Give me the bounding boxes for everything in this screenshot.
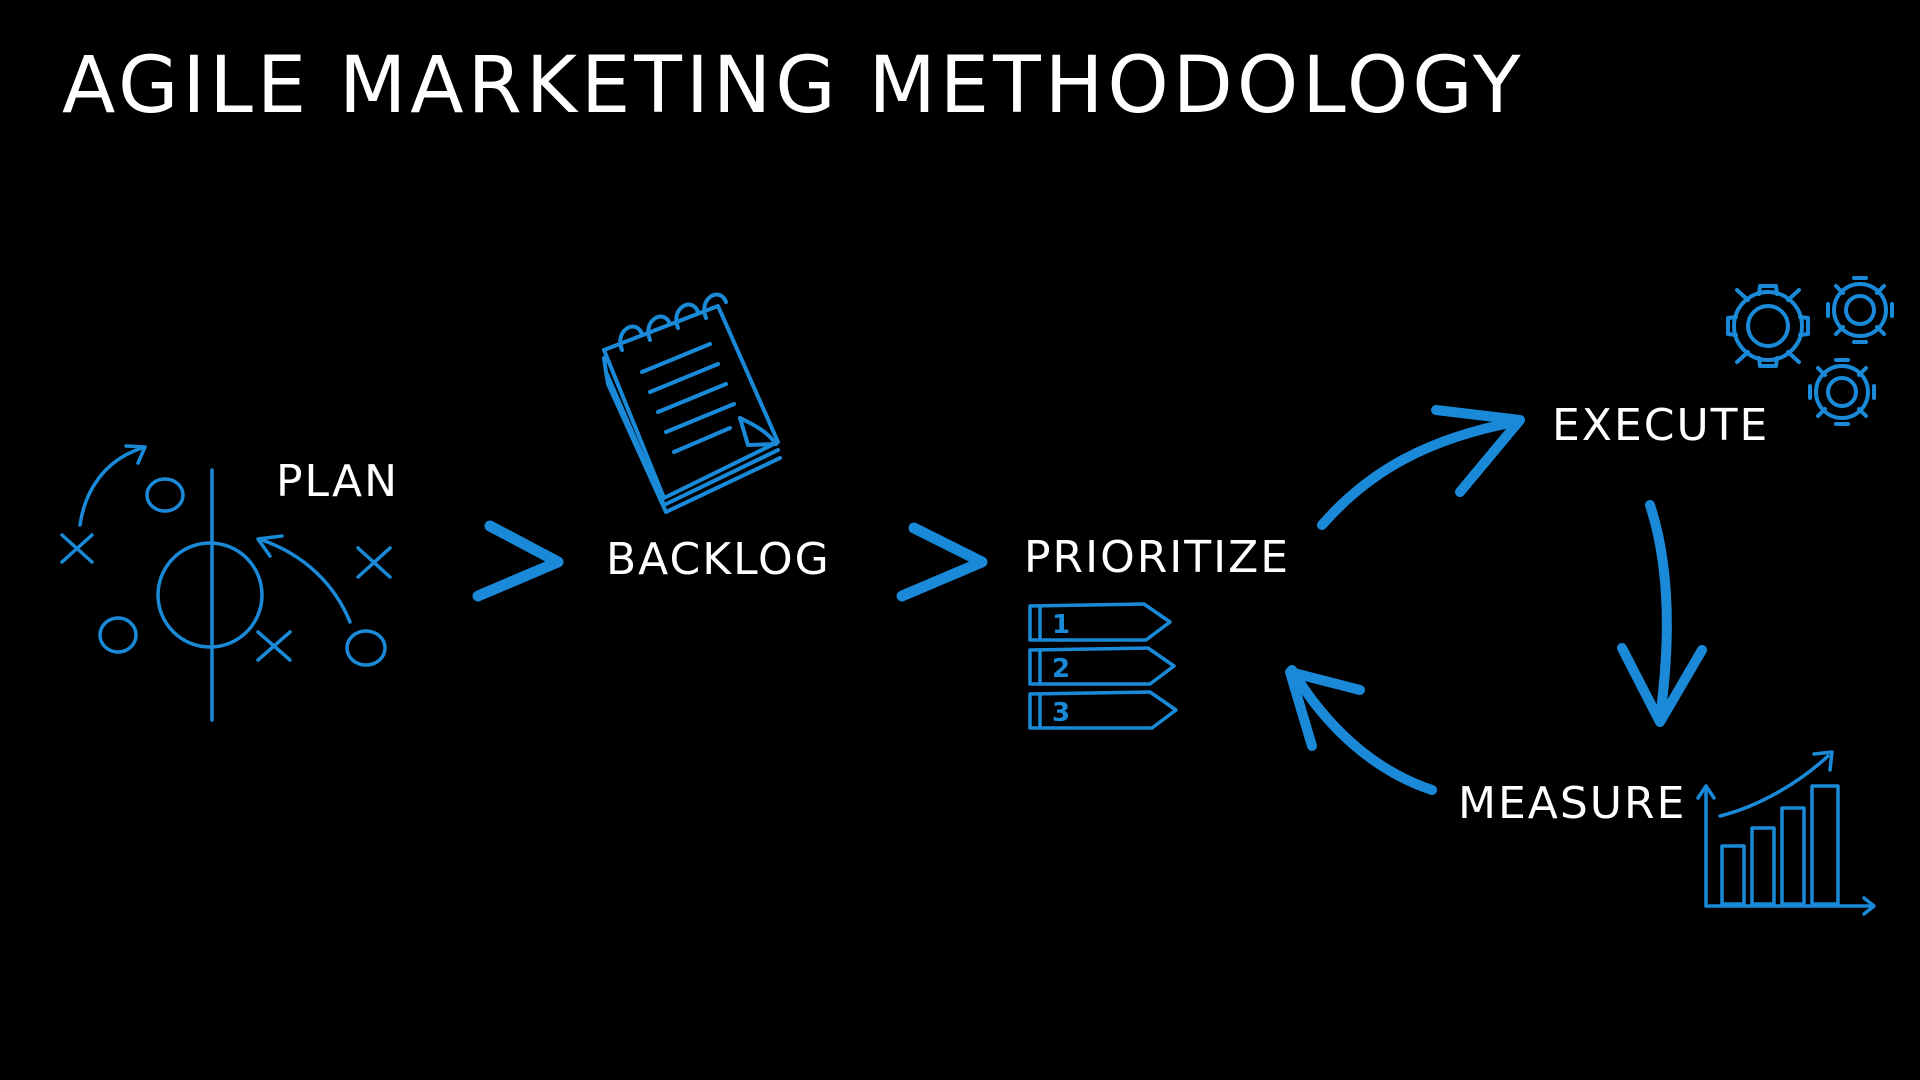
priority-tag-2: 2 <box>1052 654 1070 684</box>
step-plan-label: PLAN <box>276 456 399 507</box>
arrow-to-execute-icon <box>1317 417 1520 530</box>
gears-icon <box>1726 276 1894 426</box>
chevron-right-icon <box>896 522 988 602</box>
step-backlog-label: BACKLOG <box>606 534 831 585</box>
priority-tag-3: 3 <box>1052 698 1070 728</box>
priority-tag-1: 1 <box>1052 610 1070 640</box>
playbook-diagram-icon <box>60 444 392 722</box>
arrow-to-measure-icon <box>1645 500 1672 723</box>
notepad-icon <box>602 292 782 514</box>
page-title: AGILE MARKETING METHODOLOGY <box>62 41 1525 131</box>
chevron-right-icon <box>472 520 564 602</box>
ranked-tags-icon: 1 2 3 <box>1028 602 1178 730</box>
arrow-to-prioritize-icon <box>1287 665 1437 795</box>
cycle-arrows <box>1285 405 1707 795</box>
step-measure-label: MEASURE <box>1458 778 1686 829</box>
step-prioritize-label: PRIORITIZE <box>1024 532 1290 583</box>
step-execute-label: EXECUTE <box>1552 400 1769 451</box>
bar-chart-growth-icon <box>1696 750 1876 916</box>
